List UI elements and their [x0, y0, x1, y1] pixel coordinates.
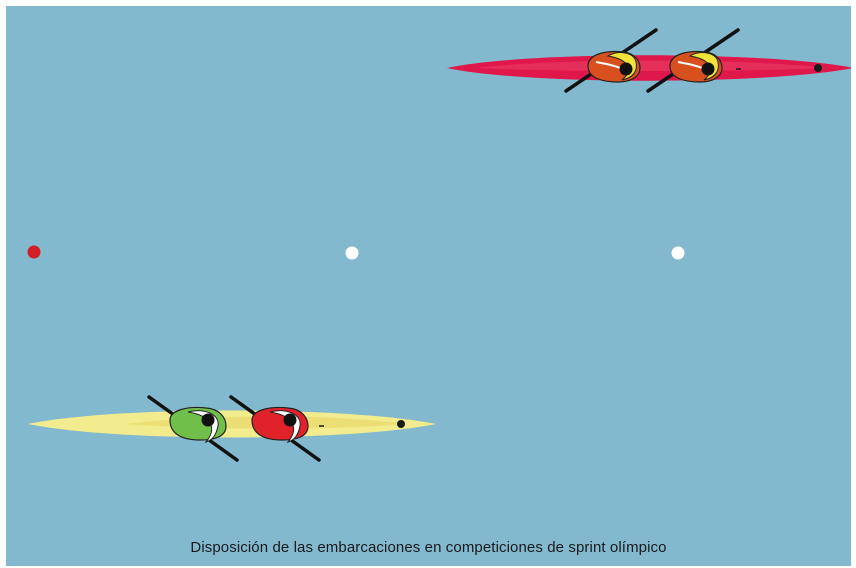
diagram-caption: Disposición de las embarcaciones en comp… [190, 539, 667, 556]
top-paddler-1 [564, 28, 658, 93]
buoy-white-1 [345, 246, 359, 260]
top-kayak [447, 28, 851, 93]
bottom-paddler-2 [229, 395, 321, 462]
bottom-paddler-1 [147, 395, 239, 462]
top-paddler-1-head [619, 62, 633, 76]
buoy-red [27, 245, 41, 259]
buoy-white-2 [671, 246, 685, 260]
top-paddler-2-head [701, 62, 715, 76]
bottom-kayak [28, 395, 436, 462]
top-paddler-2 [646, 28, 740, 93]
top-kayak-bow-marker [814, 64, 822, 72]
bottom-paddler-1-head [201, 413, 215, 427]
bottom-paddler-2-head [283, 413, 297, 427]
bottom-kayak-bow-marker [397, 420, 405, 428]
water-area: Disposición de las embarcaciones en comp… [6, 6, 851, 566]
diagram-canvas [27, 28, 851, 462]
